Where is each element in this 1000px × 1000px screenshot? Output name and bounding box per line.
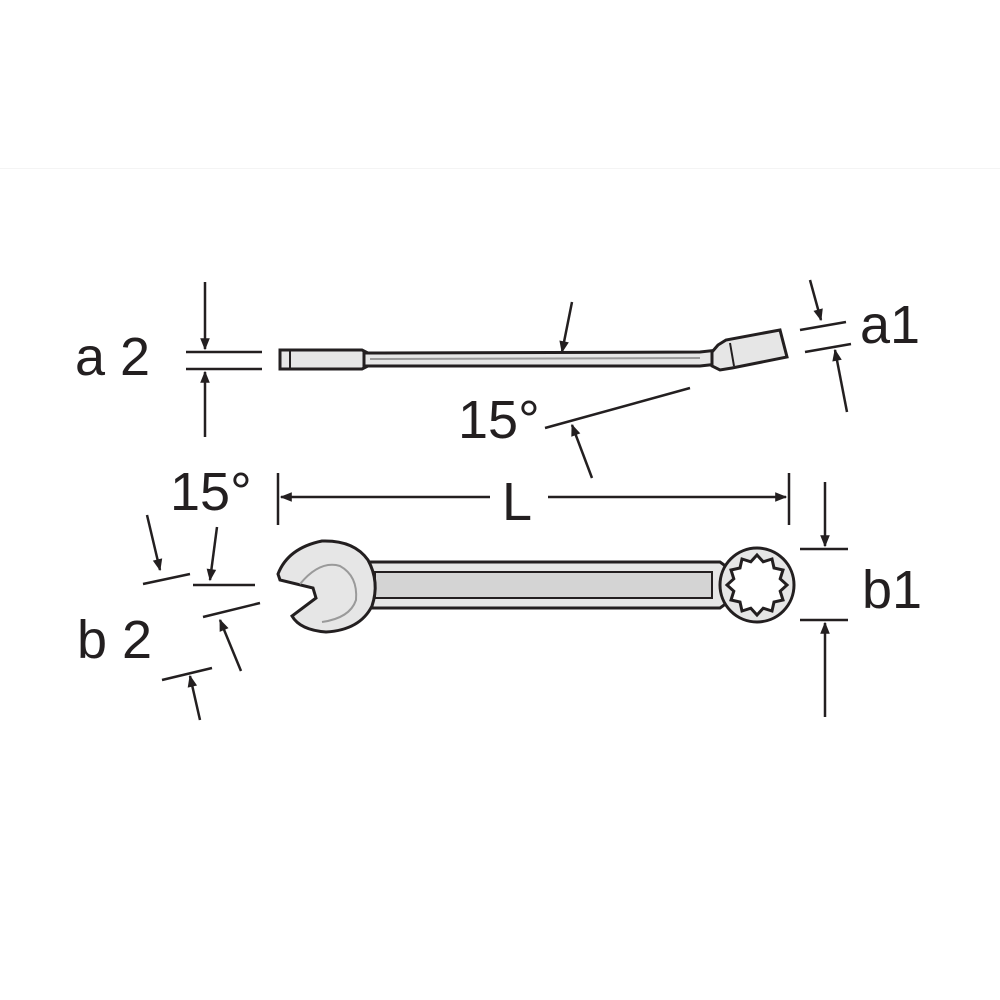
side-angle-label: 15°: [458, 390, 540, 450]
twelve-point-ring-icon: [724, 552, 790, 618]
top-view-wrench: [276, 539, 796, 634]
head-angle-label: 15°: [170, 462, 252, 522]
length-dimension: [276, 473, 791, 525]
length-label: L: [502, 472, 532, 532]
b1-label: b1: [862, 560, 922, 620]
b2-dimension: [142, 514, 261, 721]
side-angle-indicator: [544, 386, 691, 479]
b1-dimension: [800, 482, 848, 717]
a2-dimension: [186, 282, 262, 437]
b2-label: b 2: [77, 610, 152, 670]
a1-dimension: [799, 279, 852, 413]
shaft-thickness-arrow: [559, 301, 574, 354]
a2-label: a 2: [75, 327, 150, 387]
divider-line: [0, 168, 1000, 169]
side-view-wrench: [278, 328, 789, 372]
a1-label: a1: [860, 295, 920, 355]
